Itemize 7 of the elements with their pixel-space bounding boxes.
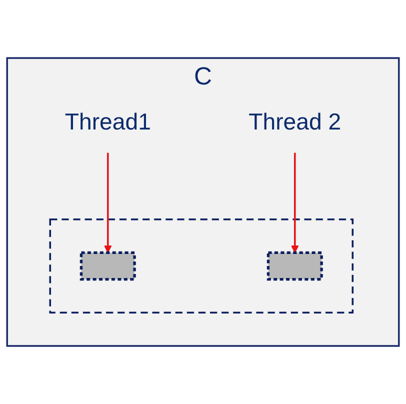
cluster [49, 218, 354, 314]
arrow [290, 152, 299, 253]
node-text: Thread1 [64, 108, 151, 135]
node-box [80, 251, 136, 281]
node-text: Thread 2 [248, 108, 342, 135]
arrow [104, 152, 112, 253]
node-box [266, 251, 323, 281]
